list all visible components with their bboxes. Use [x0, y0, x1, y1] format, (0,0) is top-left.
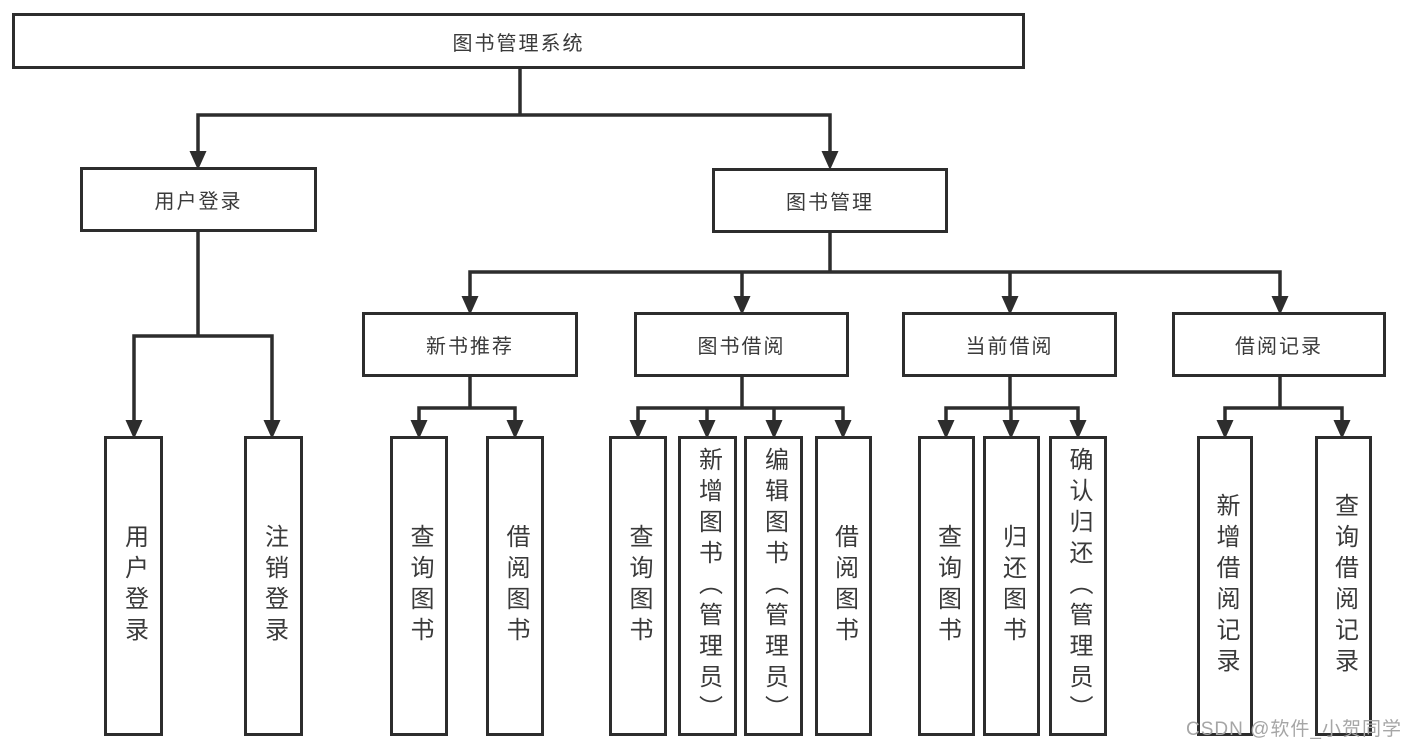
leaf-user-login: 用户登录: [104, 436, 163, 736]
connector-bookmgmt-to-level3: [468, 230, 1282, 299]
leaf-query-books-borrow-label: 查询图书: [625, 524, 652, 648]
node-new-book-recommend-label: 新书推荐: [426, 336, 514, 358]
node-borrow-records: 借阅记录: [1172, 312, 1386, 377]
arrow-icon: [125, 420, 143, 439]
connector-root-to-level2: [196, 66, 832, 155]
arrow-icon: [1216, 420, 1234, 439]
leaf-add-borrow-record: 新增借阅记录: [1197, 436, 1253, 736]
node-user-login: 用户登录: [80, 167, 317, 232]
connector-records-to-leaves: [1223, 374, 1344, 425]
csdn-watermark: CSDN @软件_小贺同学: [1186, 719, 1402, 740]
leaf-confirm-return-admin-label: 确认归还（管理员）: [1065, 446, 1092, 726]
arrow-icon: [1069, 420, 1087, 439]
leaf-borrow-books-recommend: 借阅图书: [486, 436, 544, 736]
arrow-icon: [189, 151, 207, 170]
connector-current-to-leaves: [944, 374, 1080, 425]
arrow-icon: [629, 420, 647, 439]
node-user-login-label: 用户登录: [154, 191, 243, 213]
node-book-management-label: 图书管理: [786, 192, 874, 214]
leaf-confirm-return-admin: 确认归还（管理员）: [1049, 436, 1107, 736]
node-root-label: 图书管理系统: [452, 32, 585, 55]
leaf-return-books: 归还图书: [983, 436, 1040, 736]
arrow-icon: [461, 296, 479, 315]
arrow-icon: [263, 420, 281, 439]
arrow-icon: [821, 151, 839, 170]
node-book-borrow: 图书借阅: [634, 312, 849, 377]
leaf-add-books-admin: 新增图书（管理员）: [678, 436, 737, 736]
arrow-icon: [733, 296, 751, 315]
arrow-icon: [698, 420, 716, 439]
leaf-user-login-label: 用户登录: [120, 524, 148, 648]
leaf-query-books-recommend: 查询图书: [390, 436, 448, 736]
arrow-icon: [506, 420, 524, 439]
arrow-icon: [1271, 296, 1289, 315]
leaf-edit-books-admin-label: 编辑图书（管理员）: [760, 446, 788, 726]
leaf-add-borrow-record-label: 新增借阅记录: [1212, 493, 1239, 679]
connector-newrec-to-leaves: [417, 374, 517, 425]
node-book-borrow-label: 图书借阅: [697, 336, 786, 358]
leaf-query-borrow-record: 查询借阅记录: [1315, 436, 1372, 736]
arrowheads: [125, 151, 1351, 439]
node-current-borrow-label: 当前借阅: [965, 336, 1054, 358]
arrow-icon: [937, 420, 955, 439]
leaf-query-books-recommend-label: 查询图书: [406, 524, 433, 648]
leaf-borrow-books-recommend-label: 借阅图书: [502, 524, 529, 648]
arrow-icon: [1333, 420, 1351, 439]
leaf-borrow-books-label: 借阅图书: [830, 524, 858, 648]
node-current-borrow: 当前借阅: [902, 312, 1117, 377]
leaf-logout: 注销登录: [244, 436, 303, 736]
connector-borrow-to-leaves: [636, 374, 845, 425]
arrow-icon: [1002, 420, 1020, 439]
node-borrow-records-label: 借阅记录: [1235, 336, 1323, 358]
node-root: 图书管理系统: [12, 13, 1025, 69]
arrow-icon: [765, 420, 783, 439]
node-book-management: 图书管理: [712, 168, 948, 233]
leaf-borrow-books: 借阅图书: [815, 436, 872, 736]
leaf-add-books-admin-label: 新增图书（管理员）: [694, 446, 722, 726]
leaf-edit-books-admin: 编辑图书（管理员）: [744, 436, 803, 736]
leaf-return-books-label: 归还图书: [998, 524, 1026, 648]
arrow-icon: [410, 420, 428, 439]
arrow-icon: [834, 420, 852, 439]
leaf-query-books-current-label: 查询图书: [933, 524, 961, 648]
leaf-query-books-borrow: 查询图书: [609, 436, 667, 736]
node-new-book-recommend: 新书推荐: [362, 312, 578, 377]
arrow-icon: [1001, 296, 1019, 315]
leaf-logout-label: 注销登录: [260, 524, 288, 648]
leaf-query-books-current: 查询图书: [918, 436, 975, 736]
leaf-query-borrow-record-label: 查询借阅记录: [1330, 493, 1358, 679]
connector-userlogin-to-leaves: [132, 229, 274, 425]
